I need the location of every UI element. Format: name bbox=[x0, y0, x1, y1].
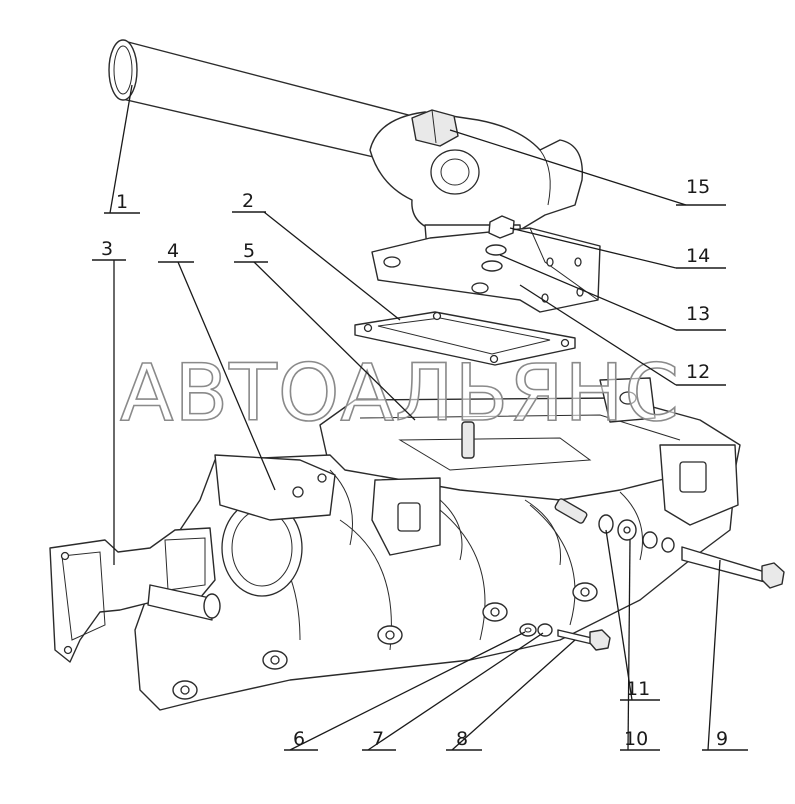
callout-2: 2 bbox=[232, 190, 266, 213]
callout-9: 9 bbox=[702, 728, 748, 751]
callout-15: 15 bbox=[676, 176, 726, 206]
plug-nut-part bbox=[411, 109, 459, 147]
flange-gasket-part bbox=[354, 311, 576, 366]
pipe-part bbox=[108, 39, 431, 171]
callout-number-12: 12 bbox=[686, 361, 710, 383]
nut-and-washers-part bbox=[481, 215, 515, 272]
washer-part bbox=[519, 623, 537, 637]
callout-number-8: 8 bbox=[456, 728, 468, 750]
connector-pipe-part bbox=[147, 584, 221, 621]
callout-number-3: 3 bbox=[101, 238, 113, 260]
callout-number-7: 7 bbox=[372, 728, 384, 750]
callout-14: 14 bbox=[676, 245, 726, 269]
long-bolt-part bbox=[681, 546, 785, 589]
leader-lines bbox=[109, 84, 721, 751]
washer-and-nut-parts bbox=[598, 514, 675, 553]
callout-12: 12 bbox=[676, 361, 726, 386]
spring-washer-part bbox=[537, 623, 553, 637]
callout-number-5: 5 bbox=[243, 240, 255, 262]
callout-3: 3 bbox=[92, 238, 126, 261]
callout-7: 7 bbox=[362, 728, 396, 751]
callout-10: 10 bbox=[620, 728, 660, 751]
callout-13: 13 bbox=[676, 303, 726, 331]
callout-5: 5 bbox=[234, 240, 268, 263]
callout-number-10: 10 bbox=[624, 728, 648, 750]
callout-number-4: 4 bbox=[167, 240, 179, 262]
exhaust-manifold-body bbox=[134, 377, 741, 711]
callout-number-11: 11 bbox=[626, 678, 650, 700]
callout-11: 11 bbox=[620, 678, 660, 701]
callout-1: 1 bbox=[104, 191, 140, 214]
callout-number-6: 6 bbox=[293, 728, 305, 750]
callout-number-13: 13 bbox=[686, 303, 710, 325]
callout-number-2: 2 bbox=[242, 190, 254, 212]
callout-4: 4 bbox=[158, 240, 194, 263]
callout-8: 8 bbox=[446, 728, 482, 751]
callout-number-9: 9 bbox=[716, 728, 728, 750]
callout-number-1: 1 bbox=[116, 191, 128, 213]
callout-number-14: 14 bbox=[686, 245, 710, 267]
callout-6: 6 bbox=[284, 728, 318, 751]
callout-number-15: 15 bbox=[686, 176, 710, 198]
watermark-text: АВТОАЛЬЯНС bbox=[120, 349, 680, 439]
short-bolt-part bbox=[557, 629, 611, 651]
